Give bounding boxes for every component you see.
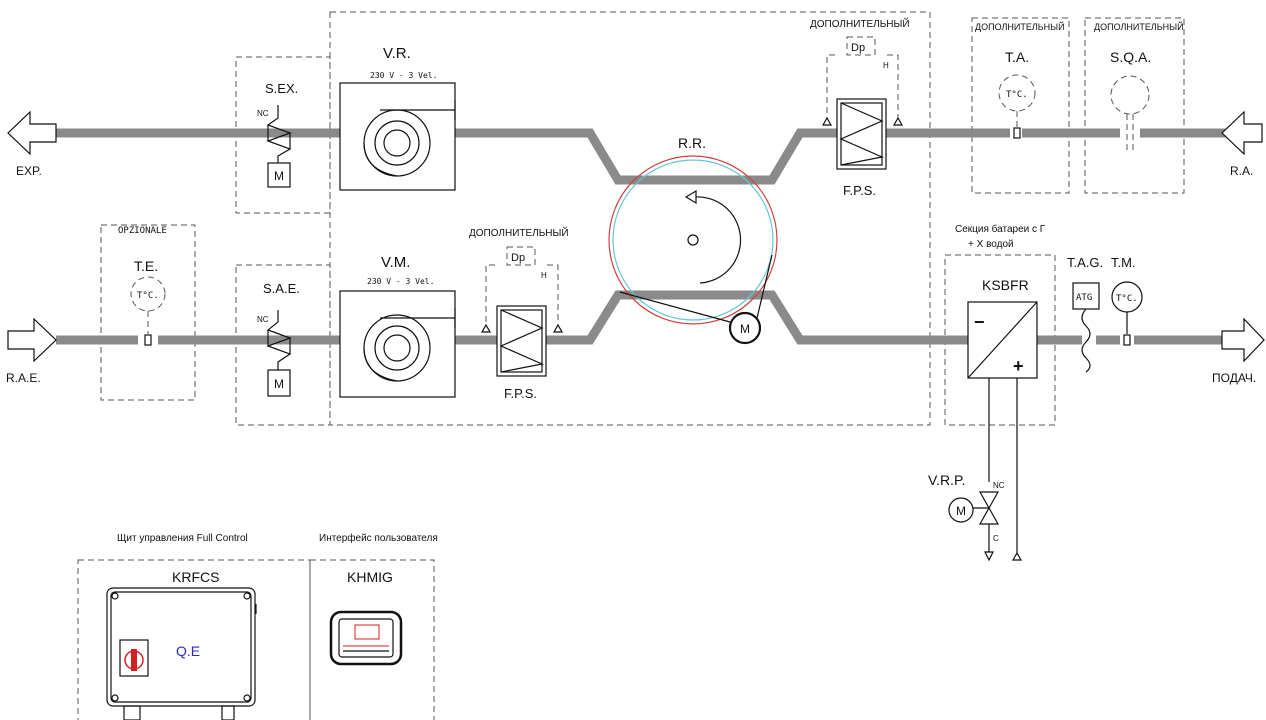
sqa-optional-label: ДОПОЛНИТЕЛЬНЫЙ: [1094, 21, 1184, 32]
exhaust-duct-main: [455, 128, 1010, 185]
sae-motor-icon: [267, 369, 291, 397]
te-sensor-label: T°C.: [137, 291, 159, 301]
sex-motor-label: M: [274, 169, 284, 183]
fps-bottom-tap-l: [480, 323, 492, 333]
ta-sensor-icon: [998, 74, 1036, 112]
vrp-valve-icon: [972, 491, 1000, 525]
te-probe: [144, 334, 152, 346]
ta-probe: [1013, 127, 1021, 139]
fps-bottom-h-label: H: [541, 271, 547, 280]
fps-top-optional-label: ДОПОЛНИТЕЛЬНЫЙ: [810, 17, 910, 30]
vrp-motor-icon: [948, 497, 974, 523]
te-label: T.E.: [134, 258, 158, 274]
sex-nc-label: NC: [257, 109, 269, 118]
te-optional-label: OPZIONALE: [118, 226, 167, 236]
ta-optional-label: ДОПОЛНИТЕЛЬНЫЙ: [975, 21, 1065, 32]
vrp-label: V.R.P.: [928, 472, 965, 488]
control-panel-enclosure: [77, 559, 311, 720]
user-interface-device-icon: [329, 610, 403, 666]
te-sensor-icon: [130, 276, 166, 312]
sae-damper-icon: [266, 310, 292, 370]
rr-label: R.R.: [678, 135, 706, 151]
atg-label: ATG: [1076, 293, 1092, 303]
sqa-optional-enclosure: [1084, 17, 1185, 194]
fps-top-filter-icon: [836, 98, 887, 170]
user-interface-label: Интерфейс пользователя: [319, 532, 438, 544]
vr-label: V.R.: [383, 45, 411, 62]
sae-motor-label: M: [274, 377, 284, 391]
tm-sensor-label: T°C.: [1116, 294, 1138, 304]
sqa-sensor-icon: [1110, 75, 1150, 115]
fps-top-dp-tube-l: [826, 54, 835, 118]
fps-top-tap-l: [821, 116, 833, 126]
vr-spec: 230 V - 3 Vel.: [370, 71, 437, 80]
tm-label: T.M.: [1111, 255, 1136, 270]
fps-top-label: F.P.S.: [843, 183, 876, 198]
sex-damper-icon: [266, 105, 292, 163]
coil-section-label-2: + Х водой: [968, 239, 1014, 250]
main-unit-enclosure: [329, 11, 931, 426]
fps-bottom-filter-icon: [496, 305, 547, 377]
qe-label: Q.E: [176, 643, 200, 659]
user-interface-enclosure: [309, 559, 435, 720]
coil-plus-label: +: [1013, 356, 1024, 376]
rae-arrow-icon: [7, 317, 57, 363]
rr-motor-label: M: [740, 322, 750, 336]
fps-bottom-dp-box: [506, 246, 536, 266]
fps-bottom-tap-r: [552, 323, 564, 333]
supply-label: ПОДАЧ.: [1212, 371, 1256, 385]
ra-arrow-icon: [1221, 110, 1263, 156]
control-panel-label: Щит управления Full Control: [117, 533, 248, 544]
sae-nc-label: NC: [257, 315, 269, 324]
sex-label: S.EX.: [265, 81, 298, 96]
rotary-wheel-icon: [608, 155, 778, 325]
fps-top-h-label: H: [883, 61, 889, 70]
rae-label: R.A.E.: [6, 371, 41, 385]
coil-pipe-flow-end: [1011, 551, 1023, 561]
ksbfr-label: KSBFR: [982, 277, 1029, 293]
fps-bottom-dp-tube-l: [485, 264, 495, 325]
vr-fan-icon: [339, 82, 456, 191]
coil-icon: [967, 301, 1038, 379]
ta-optional-enclosure: [971, 17, 1070, 194]
fps-bottom-label: F.P.S.: [504, 386, 537, 401]
fps-bottom-optional-label: ДОПОЛНИТЕЛЬНЫЙ: [469, 226, 569, 239]
fps-top-dp-label: Dp: [851, 42, 865, 54]
vrp-nc-label: NC: [993, 481, 1005, 490]
exp-label: EXP.: [16, 164, 42, 178]
fps-top-dp-tube-r: [887, 54, 899, 118]
coil-section-label-1: Секция батареи с Г: [955, 223, 1046, 235]
tag-capillary-icon: [1081, 308, 1091, 373]
krfcs-label: KRFCS: [172, 569, 219, 585]
vm-label: V.M.: [381, 254, 410, 271]
main-switch-icon: [119, 639, 149, 677]
tm-probe: [1123, 334, 1131, 346]
vm-spec: 230 V - 3 Vel.: [367, 277, 434, 286]
fps-bottom-dp-tube-r: [547, 264, 559, 325]
sex-motor-icon: [267, 162, 291, 188]
vrp-c-label: C: [993, 534, 999, 543]
tag-label: T.A.G.: [1067, 255, 1103, 270]
ta-sensor-label: T°C.: [1006, 90, 1028, 100]
fps-bottom-dp-label: Dp: [511, 252, 525, 264]
coil-minus-label: −: [974, 312, 985, 332]
sae-label: S.A.E.: [263, 281, 300, 296]
supply-duct-main: [455, 290, 968, 345]
ra-label: R.A.: [1230, 164, 1253, 178]
exp-arrow-icon: [7, 110, 57, 156]
vrp-pipe-end: [984, 551, 994, 562]
vm-fan-icon: [339, 290, 456, 398]
rr-motor-icon: [728, 311, 762, 345]
te-optional-enclosure: [100, 224, 196, 401]
vrp-motor-label: M: [956, 504, 966, 518]
ta-label: T.A.: [1005, 49, 1029, 65]
fps-top-tap-r: [892, 116, 904, 126]
fps-top-dp-box: [846, 36, 876, 56]
khmig-label: KHMIG: [347, 569, 393, 585]
sae-damper-enclosure: [235, 264, 331, 426]
atg-box-icon: [1072, 282, 1100, 310]
sqa-label: S.Q.A.: [1110, 49, 1151, 65]
supply-arrow-icon: [1221, 317, 1265, 363]
